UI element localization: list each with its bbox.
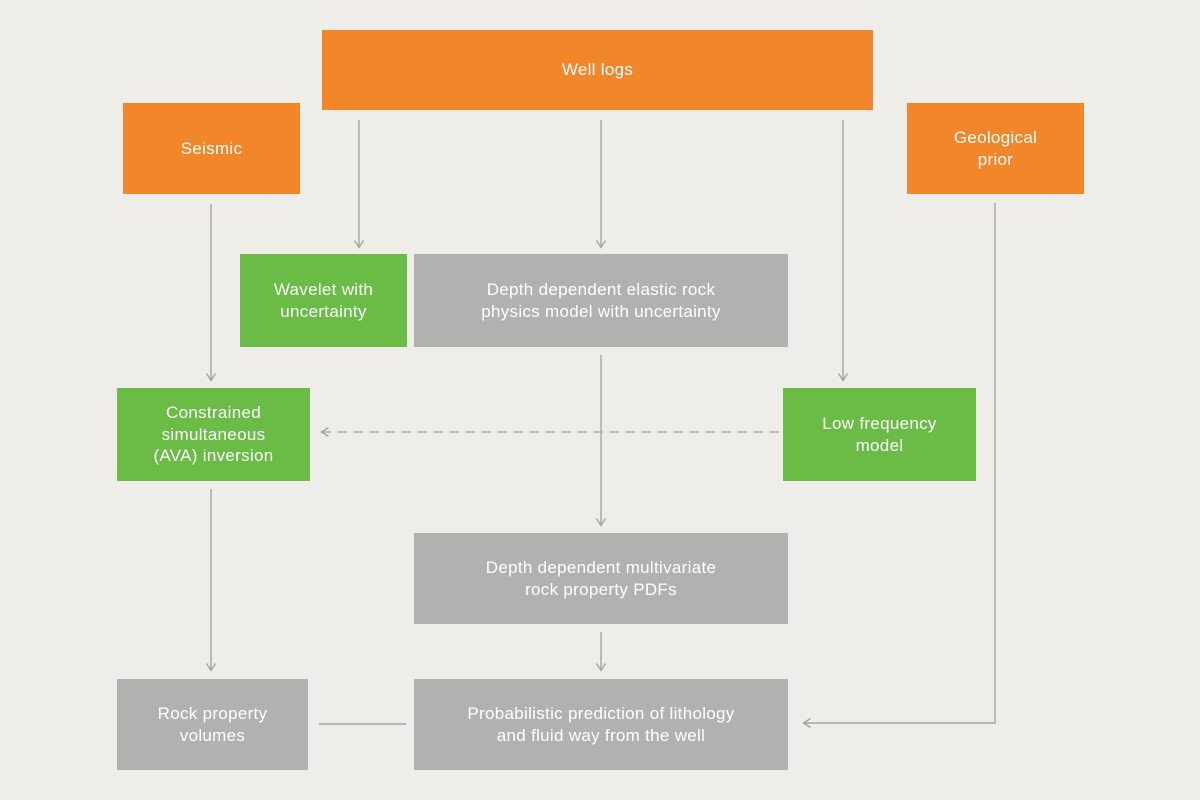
node-low-frequency-model-label: Low frequency model <box>822 413 937 455</box>
node-wavelet-with-uncertainty-label: Wavelet with uncertainty <box>273 279 374 321</box>
node-elastic-rock-physics-model-label: Depth dependent elastic rock physics mod… <box>481 279 721 321</box>
node-well-logs-label: Well logs <box>561 60 634 80</box>
node-well-logs: Well logs <box>322 30 873 110</box>
node-wavelet-with-uncertainty: Wavelet with uncertainty <box>240 254 407 347</box>
node-multivariate-rock-property-pdfs-label: Depth dependent multivariate rock proper… <box>485 557 717 599</box>
node-geological-prior-label: Geological prior <box>953 127 1038 169</box>
node-rock-property-volumes: Rock property volumes <box>117 679 308 770</box>
node-low-frequency-model: Low frequency model <box>783 388 976 481</box>
node-multivariate-rock-property-pdfs: Depth dependent multivariate rock proper… <box>414 533 788 624</box>
node-probabilistic-prediction-label: Probabilistic prediction of lithology an… <box>467 703 735 745</box>
node-elastic-rock-physics-model: Depth dependent elastic rock physics mod… <box>414 254 788 347</box>
node-seismic: Seismic <box>123 103 300 194</box>
node-probabilistic-prediction: Probabilistic prediction of lithology an… <box>414 679 788 770</box>
node-rock-property-volumes-label: Rock property volumes <box>157 703 268 745</box>
node-seismic-label: Seismic <box>180 138 243 158</box>
node-geological-prior: Geological prior <box>907 103 1084 194</box>
node-constrained-ava-inversion: Constrained simultaneous (AVA) inversion <box>117 388 310 481</box>
node-constrained-ava-inversion-label: Constrained simultaneous (AVA) inversion <box>153 402 274 466</box>
